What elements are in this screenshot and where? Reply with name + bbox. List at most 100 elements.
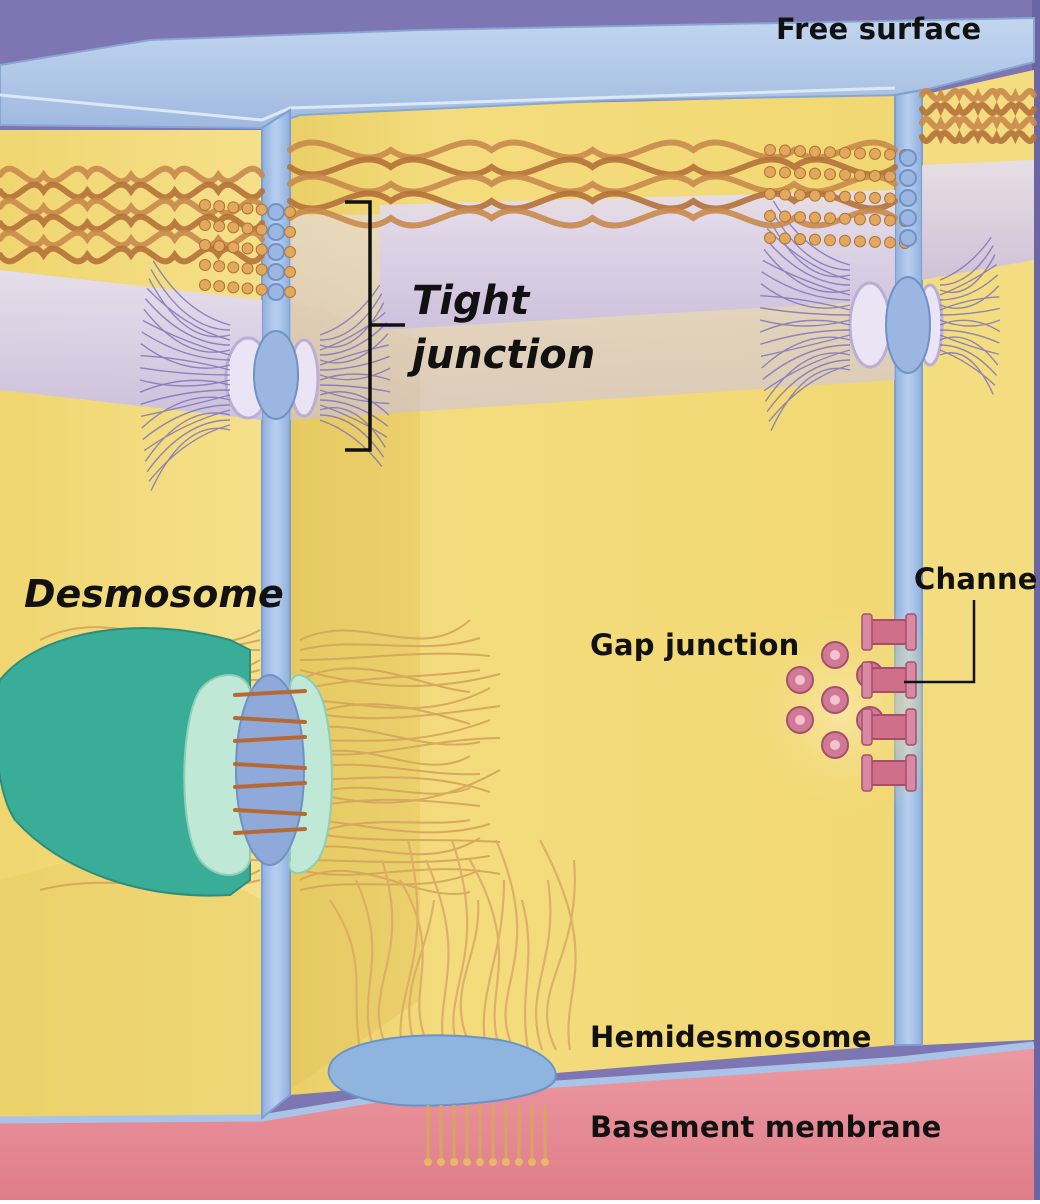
- tight-junction-bead: [870, 236, 881, 247]
- tight-junction-bead: [825, 213, 836, 224]
- tight-junction-bead: [200, 220, 211, 231]
- membrane-contact: [900, 230, 916, 246]
- anchor-end: [476, 1158, 484, 1166]
- tight-junction-bead: [855, 236, 866, 247]
- membrane-contact: [900, 210, 916, 226]
- tight-junction-bead: [855, 192, 866, 203]
- membrane-contact: [268, 244, 284, 260]
- tight-junction-bead: [200, 260, 211, 271]
- membrane-contact: [900, 150, 916, 166]
- tight-junction-bead: [765, 211, 776, 222]
- tight-junction-bead: [855, 148, 866, 159]
- tight-junction-bead: [885, 149, 896, 160]
- anchor-end: [489, 1158, 497, 1166]
- tight-junction-bead: [885, 193, 896, 204]
- fiber-strand: [922, 105, 1034, 113]
- tight-junction-label-line2: junction: [412, 328, 595, 382]
- anchor-end: [528, 1158, 536, 1166]
- tight-junction-label-line1: Tight: [412, 274, 529, 328]
- desmosome-label: Desmosome: [24, 572, 284, 616]
- tight-junction-bead: [825, 235, 836, 246]
- tight-junction-bead: [256, 264, 267, 275]
- gap-junction-structure: [730, 590, 950, 830]
- tight-junction-bead: [840, 169, 851, 180]
- tight-junction-bead: [825, 169, 836, 180]
- tight-junction-bead: [870, 170, 881, 181]
- tight-junction-bead: [795, 212, 806, 223]
- tight-junction-bead: [285, 247, 296, 258]
- channel-cap: [906, 755, 916, 791]
- gap-channel: [868, 668, 910, 692]
- tight-junction-bead: [256, 224, 267, 235]
- fiber-strand: [922, 119, 1034, 127]
- fiber-strand: [922, 91, 1034, 99]
- membrane-contact: [900, 170, 916, 186]
- tight-junction-bead: [810, 212, 821, 223]
- tight-junction-bead: [285, 287, 296, 298]
- tight-junction-bead: [242, 203, 253, 214]
- tight-junction-bead: [795, 190, 806, 201]
- anchor-end: [515, 1158, 523, 1166]
- tight-junction-bead: [214, 261, 225, 272]
- fiber-strand: [922, 133, 1034, 141]
- connexon-pore: [830, 740, 840, 750]
- tight-junction-bead: [780, 145, 791, 156]
- tight-junction-bead: [200, 200, 211, 211]
- hemidesmosome-plaque: [329, 1035, 556, 1105]
- basement-membrane-label: Basement membrane: [590, 1110, 942, 1144]
- gap-channel: [868, 761, 910, 785]
- membrane-contact: [900, 190, 916, 206]
- tight-junction-bead: [810, 168, 821, 179]
- tight-junction-bead: [780, 233, 791, 244]
- membrane-contact: [268, 224, 284, 240]
- gap-channel: [868, 715, 910, 739]
- tight-junction-bead: [242, 223, 253, 234]
- tight-junction-bead: [840, 213, 851, 224]
- hemidesmosome-label: Hemidesmosome: [590, 1020, 872, 1054]
- tight-junction-bead: [870, 214, 881, 225]
- tight-junction-bead: [242, 263, 253, 274]
- tight-junction-bead: [228, 222, 239, 233]
- anchor-end: [437, 1158, 445, 1166]
- tight-junction-bead: [765, 145, 776, 156]
- tight-junction-bead: [855, 170, 866, 181]
- connexon-pore: [795, 675, 805, 685]
- channel-cap: [862, 709, 872, 745]
- anchor-end: [463, 1158, 471, 1166]
- tight-junction-bead: [810, 146, 821, 157]
- anchor-end: [450, 1158, 458, 1166]
- tight-junction-bead: [200, 240, 211, 251]
- tight-junction-bead: [885, 215, 896, 226]
- tight-junction-bead: [840, 235, 851, 246]
- tight-junction-bead: [228, 202, 239, 213]
- tight-junction-bead: [825, 147, 836, 158]
- tight-junction-bead: [214, 241, 225, 252]
- tight-junction-bead: [885, 237, 896, 248]
- connexon-pore: [830, 695, 840, 705]
- connexon-pore: [830, 650, 840, 660]
- tight-junction-bead: [885, 171, 896, 182]
- channel-label: Channel: [914, 562, 1040, 596]
- membrane-contact: [268, 264, 284, 280]
- tight-junction-bead: [810, 190, 821, 201]
- tight-junction-bead: [870, 148, 881, 159]
- tight-junction-bead: [840, 191, 851, 202]
- tight-junction-bead: [256, 284, 267, 295]
- tight-junction-bead: [810, 234, 821, 245]
- channel-cap: [906, 662, 916, 698]
- tight-junction-bead: [214, 281, 225, 292]
- channel-cap: [906, 614, 916, 650]
- channel-cap: [862, 755, 872, 791]
- gap-channel: [868, 620, 910, 644]
- tight-junction-bead: [214, 221, 225, 232]
- tight-junction-bead: [765, 167, 776, 178]
- connexon-pore: [795, 715, 805, 725]
- tight-junction-bead: [825, 191, 836, 202]
- tight-junction-bead: [285, 227, 296, 238]
- tight-junction-bead: [765, 189, 776, 200]
- channel-cap: [862, 614, 872, 650]
- tight-junction-bead: [200, 280, 211, 291]
- anchor-end: [502, 1158, 510, 1166]
- tight-junction-bead: [285, 267, 296, 278]
- tight-junction-bead: [765, 233, 776, 244]
